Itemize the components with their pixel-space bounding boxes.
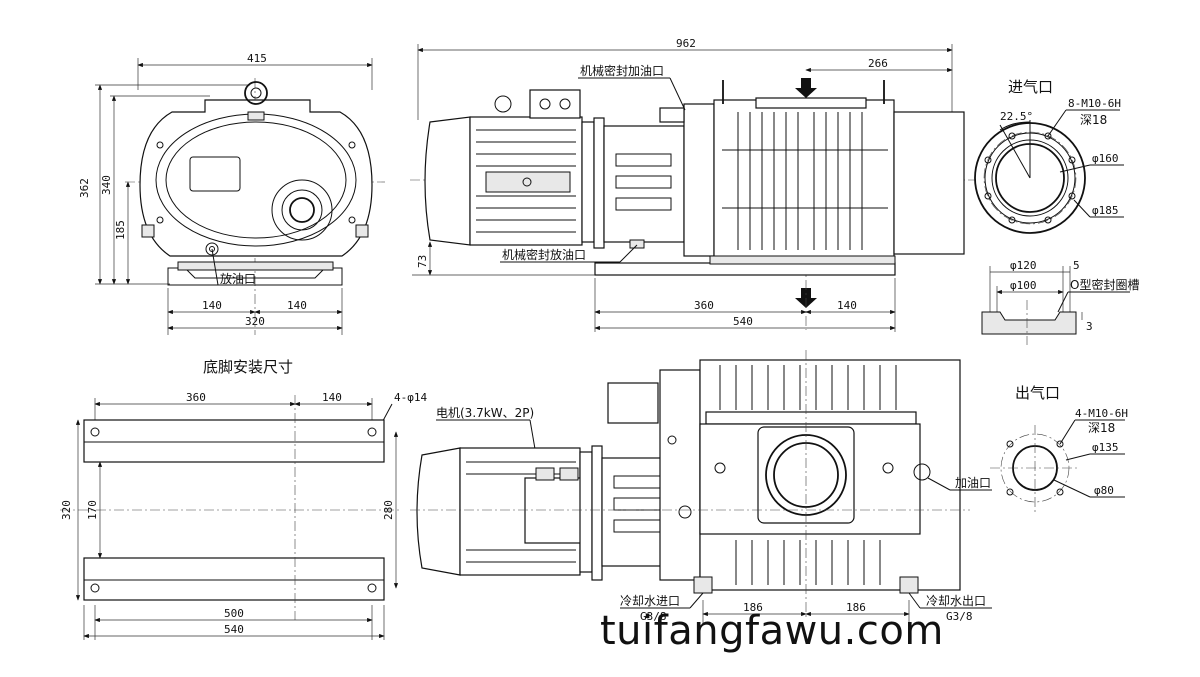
front-view: 415 362 340 185 [78, 52, 385, 335]
dim-side-inlet-offset: 266 [868, 57, 888, 70]
dim-foot-inner2: 280 [382, 500, 395, 520]
dim-side-base-length: 540 [733, 315, 753, 328]
dim-inlet-d1: φ160 [1092, 152, 1119, 165]
dim-foot-inner: 170 [86, 500, 99, 520]
dim-outlet-bolts: 4-M10-6H [1075, 407, 1128, 420]
foot-title: 底脚安装尺寸 [203, 358, 293, 376]
dim-oring-w: 5 [1073, 259, 1080, 272]
dim-foot-right: 140 [322, 391, 342, 404]
label-motor: 电机(3.7kW、2P) [436, 406, 534, 420]
dim-foot-left: 360 [186, 391, 206, 404]
dim-foot-height: 320 [60, 500, 73, 520]
dim-oring-d1: φ120 [1010, 259, 1037, 272]
foot-mounting: 底脚安装尺寸 360 140 4-φ14 320 170 280 500 540 [60, 358, 427, 640]
label-outlet: 出气口 [1015, 384, 1060, 402]
dim-front-height-total: 362 [78, 178, 91, 198]
dim-foot-holes: 4-φ14 [394, 391, 427, 404]
dim-outlet-d1: φ135 [1092, 441, 1119, 454]
label-water-in: 冷却水进口 [620, 594, 680, 608]
dim-outlet-d2: φ80 [1094, 484, 1114, 497]
dim-inlet-angle: 22.5° [1000, 110, 1033, 123]
top-view: 电机(3.7kW、2P) [410, 350, 992, 625]
label-drain-port: 放油口 [220, 271, 256, 286]
label-water-out: 冷却水出口 [926, 594, 986, 608]
dim-outlet-depth: 深18 [1088, 421, 1115, 435]
dim-water-right: 186 [846, 601, 866, 614]
dim-inlet-depth: 深18 [1080, 113, 1107, 127]
label-fill-port: 加油口 [955, 476, 991, 490]
dim-inlet-bolts: 8-M10-6H [1068, 97, 1121, 110]
dim-side-base-right: 140 [837, 299, 857, 312]
dim-front-height-body: 340 [100, 175, 113, 195]
inlet-flange: 进气口 22.5° 8-M10-6H 深18 φ160 φ185 φ120 [974, 78, 1139, 345]
dim-side-shaft-height: 73 [416, 255, 429, 268]
label-seal-fill: 机械密封加油口 [580, 63, 664, 78]
dim-side-base-left: 360 [694, 299, 714, 312]
label-inlet: 进气口 [1008, 78, 1053, 96]
label-thread-in: G3/8 [640, 610, 667, 623]
watermark: tuifangfawu.com [600, 608, 944, 654]
dim-oring-h: 3 [1086, 320, 1093, 333]
dim-oring-d2: φ100 [1010, 279, 1037, 292]
dim-front-foot-left: 140 [202, 299, 222, 312]
dim-front-center-height: 185 [114, 220, 127, 240]
outlet-flange: 出气口 4-M10-6H 深18 φ135 φ80 [990, 384, 1128, 512]
dim-foot-len1: 500 [224, 607, 244, 620]
side-view: 962 266 [410, 37, 975, 332]
dim-front-foot-right: 140 [287, 299, 307, 312]
label-thread-out: G3/8 [946, 610, 973, 623]
label-seal-drain: 机械密封放油口 [502, 247, 586, 262]
dim-front-foot-span: 320 [245, 315, 265, 328]
dim-water-left: 186 [743, 601, 763, 614]
dim-front-width: 415 [247, 52, 267, 65]
dim-side-length: 962 [676, 37, 696, 50]
dim-foot-len2: 540 [224, 623, 244, 636]
label-oring-groove: O型密封圈槽 [1070, 277, 1139, 292]
dim-inlet-d2: φ185 [1092, 204, 1119, 217]
